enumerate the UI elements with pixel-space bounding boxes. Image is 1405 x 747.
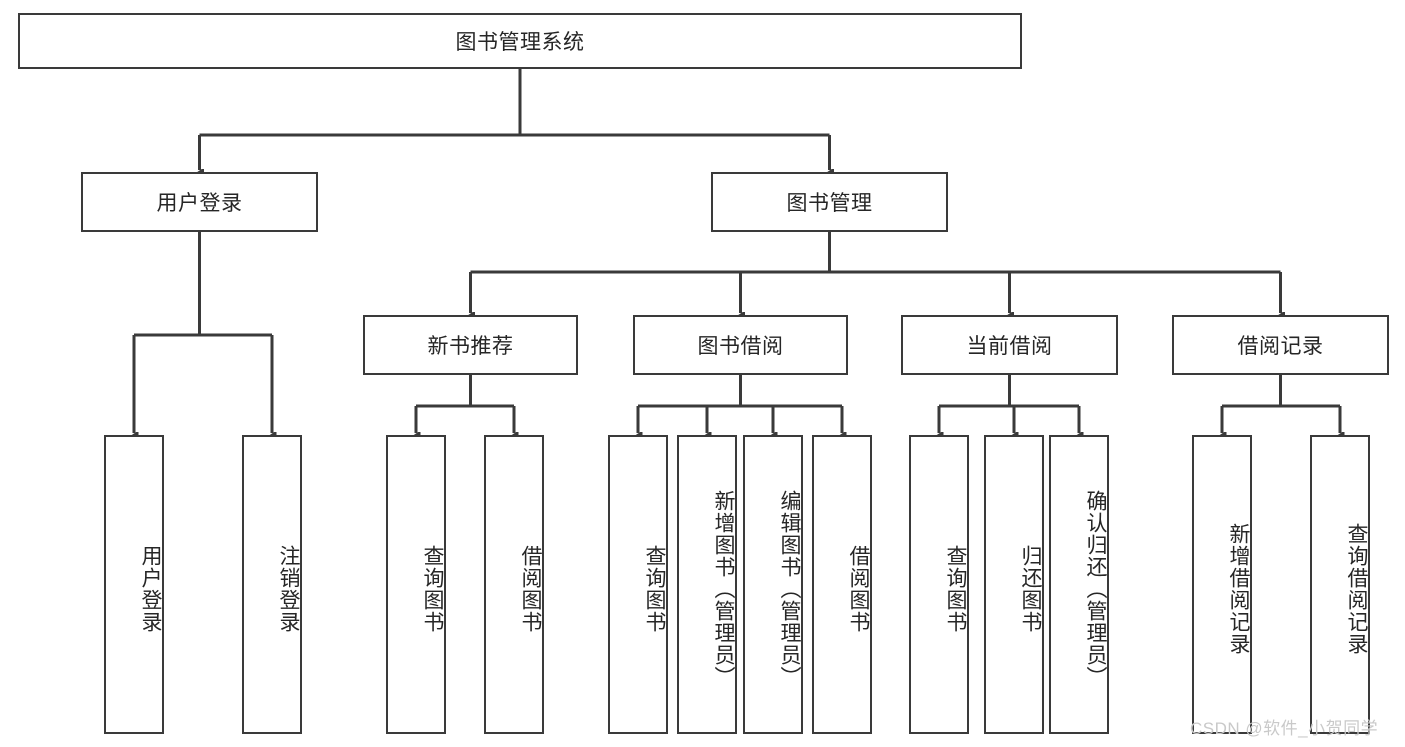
node-label: 当前借阅 xyxy=(966,335,1053,358)
node-label: 借阅图书 xyxy=(847,544,870,633)
node-book-manage[interactable]: 图书管理 xyxy=(711,172,948,232)
node-label: 用户登录 xyxy=(139,544,162,633)
node-leaf-bb-edit[interactable]: 编辑图书（管理员） xyxy=(743,435,803,734)
node-label: 注销登录 xyxy=(277,544,300,633)
node-leaf-bb-borrow[interactable]: 借阅图书 xyxy=(812,435,872,734)
node-label: 借阅图书 xyxy=(519,544,542,633)
node-leaf-user-login[interactable]: 用户登录 xyxy=(104,435,164,734)
node-current-borrow[interactable]: 当前借阅 xyxy=(901,315,1118,375)
node-label: 新增图书（管理员） xyxy=(712,489,735,688)
node-label: 图书管理 xyxy=(786,192,873,215)
node-label: 归还图书 xyxy=(1019,544,1042,633)
node-leaf-cb-confirm[interactable]: 确认归还（管理员） xyxy=(1049,435,1109,734)
node-borrow-record[interactable]: 借阅记录 xyxy=(1172,315,1389,375)
node-leaf-rec-borrow[interactable]: 借阅图书 xyxy=(484,435,544,734)
node-label: 确认归还（管理员） xyxy=(1084,489,1107,688)
node-book-borrow[interactable]: 图书借阅 xyxy=(633,315,848,375)
node-leaf-br-add[interactable]: 新增借阅记录 xyxy=(1192,435,1252,734)
node-label: 查询图书 xyxy=(643,544,666,633)
connector-lines xyxy=(134,69,1340,433)
node-label: 查询图书 xyxy=(944,544,967,633)
node-leaf-bb-add[interactable]: 新增图书（管理员） xyxy=(677,435,737,734)
node-label: 编辑图书（管理员） xyxy=(778,489,801,688)
node-label: 查询借阅记录 xyxy=(1345,522,1368,655)
node-user-login[interactable]: 用户登录 xyxy=(81,172,318,232)
node-leaf-cb-query[interactable]: 查询图书 xyxy=(909,435,969,734)
node-new-book-rec[interactable]: 新书推荐 xyxy=(363,315,578,375)
node-leaf-rec-query[interactable]: 查询图书 xyxy=(386,435,446,734)
node-leaf-user-logout[interactable]: 注销登录 xyxy=(242,435,302,734)
node-root[interactable]: 图书管理系统 xyxy=(18,13,1022,69)
node-leaf-br-query[interactable]: 查询借阅记录 xyxy=(1310,435,1370,734)
node-label: 借阅记录 xyxy=(1237,335,1324,358)
watermark-label: CSDN @软件_小贺同学 xyxy=(1190,719,1379,738)
node-label: 新书推荐 xyxy=(427,335,514,358)
node-label: 图书管理系统 xyxy=(455,31,585,54)
node-label: 新增借阅记录 xyxy=(1227,522,1250,655)
node-leaf-cb-return[interactable]: 归还图书 xyxy=(984,435,1044,734)
node-label: 查询图书 xyxy=(421,544,444,633)
node-leaf-bb-query[interactable]: 查询图书 xyxy=(608,435,668,734)
node-label: 图书借阅 xyxy=(697,335,784,358)
node-label: 用户登录 xyxy=(156,192,243,215)
